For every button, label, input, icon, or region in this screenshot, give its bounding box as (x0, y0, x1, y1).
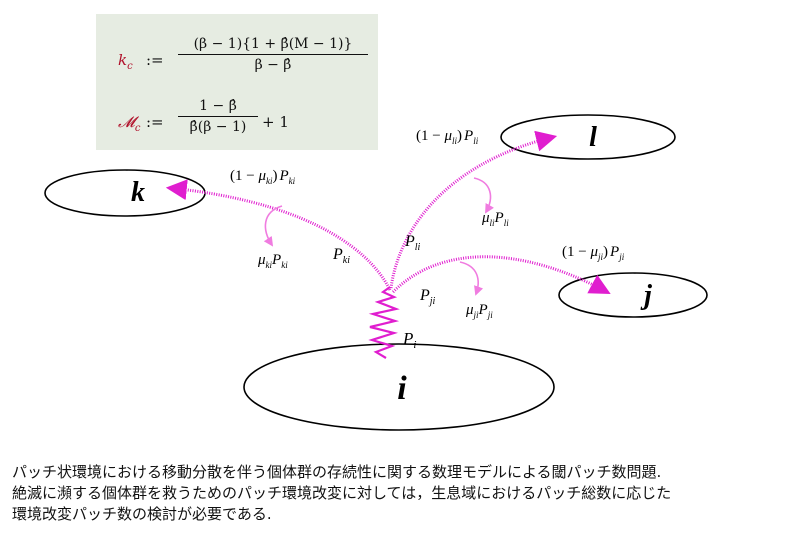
patch-k-label: k (131, 177, 145, 208)
kc-fraction-bar (178, 54, 368, 55)
kc-numerator: (β − 1){1 + β̂(M − 1)} (193, 36, 353, 52)
patch-j-ellipse (558, 272, 708, 318)
mc-denominator: β̂(β − 1) (189, 119, 247, 135)
patch-l-label: l (589, 122, 597, 153)
dispersal-path-to-j (391, 255, 611, 294)
label-one-minus-mu-ki-P-ki: (1 − μki)Pki (230, 168, 296, 186)
patch-k-ellipse (44, 169, 206, 217)
label-P-li: Pli (404, 233, 421, 253)
mc-symbol: 𝓜c (118, 113, 141, 134)
patch-i-ellipse (243, 343, 555, 431)
caption-line-2: 絶滅に瀕する個体群を救うためのパッチ環境改変に対しては，生息域におけるパッチ総数… (12, 484, 672, 502)
dispersal-path-to-k (165, 179, 392, 291)
formula-box: kc := (β − 1){1 + β̂(M − 1)} β − β̂ 𝓜c :… (96, 14, 378, 150)
label-one-minus-mu-li-P-li: (1 − μli)Pli (416, 128, 479, 146)
caption-line-3: 環境改変パッチ数の検討が必要である. (12, 505, 272, 523)
label-P-ki: Pki (332, 246, 350, 266)
kc-fraction: (β − 1){1 + β̂(M − 1)} β − β̂ (178, 36, 368, 73)
kc-denominator: β − β̂ (254, 57, 292, 73)
label-P-i: Pi (402, 329, 416, 351)
caption-line-1: パッチ状環境における移動分散を伴う個体群の存続性に関する数理モデルによる閾パッチ… (12, 463, 662, 481)
label-mu-ki-P-ki: μkiPki (257, 252, 288, 270)
caption: パッチ状環境における移動分散を伴う個体群の存続性に関する数理モデルによる閾パッチ… (12, 462, 792, 525)
mc-assign: := (146, 113, 164, 131)
label-one-minus-mu-ji-P-ji: (1 − μji)Pji (562, 244, 625, 262)
mc-fraction: 1 − β̂ β̂(β − 1) (178, 98, 258, 135)
emigration-scribble (368, 286, 400, 359)
patch-l-ellipse (500, 114, 676, 160)
dispersal-path-to-l (389, 130, 558, 289)
label-mu-ji-P-ji: μjiPji (465, 302, 493, 320)
mc-plus-one: + 1 (262, 113, 289, 131)
loss-arrow-ki (263, 205, 283, 247)
label-P-ji: Pji (419, 287, 436, 307)
kc-formula: kc := (β − 1){1 + β̂(M − 1)} β − β̂ (96, 36, 378, 86)
kc-symbol: kc (118, 51, 133, 72)
mc-numerator: 1 − β̂ (199, 98, 237, 114)
patch-i-label: i (397, 370, 407, 407)
patch-j-label: j (640, 280, 652, 311)
loss-arrow-ji (459, 261, 484, 296)
mc-formula: 𝓜c := 1 − β̂ β̂(β − 1) + 1 (96, 98, 378, 148)
dispersal-diagram: i k l j Pi Pki Pli Pji (1 − μki)Pki (1 −… (44, 114, 708, 431)
mc-fraction-bar (178, 116, 258, 117)
kc-assign: := (146, 51, 164, 69)
loss-arrow-li (473, 177, 494, 214)
label-mu-li-P-li: μliPli (481, 210, 509, 228)
